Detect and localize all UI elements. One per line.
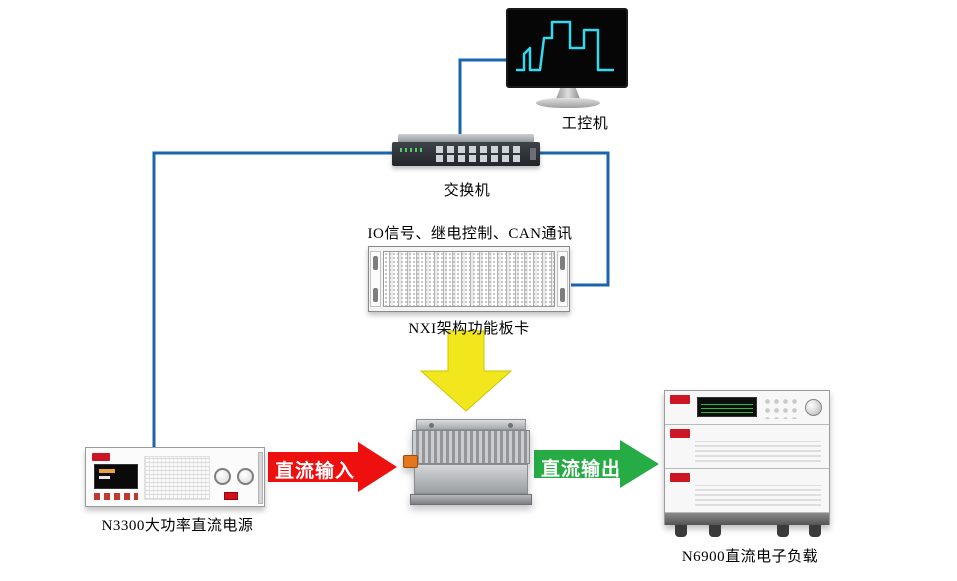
chassis-ear bbox=[370, 251, 381, 307]
caster-wheel bbox=[709, 525, 721, 537]
bolt-icon bbox=[429, 423, 434, 428]
caster-wheel bbox=[809, 525, 821, 537]
brand-logo bbox=[670, 473, 690, 482]
dc-input-label: 直流输入 bbox=[274, 461, 355, 482]
switch-led-indicators bbox=[400, 148, 424, 152]
switch-ports bbox=[436, 146, 524, 162]
load-vent-grille bbox=[695, 485, 821, 506]
chassis-ear bbox=[557, 251, 568, 307]
dut-base-flange bbox=[410, 494, 532, 505]
load-module bbox=[665, 469, 829, 513]
psu-display-readout bbox=[99, 469, 115, 473]
chassis-handle bbox=[560, 256, 565, 270]
psu-display-readout bbox=[99, 476, 110, 479]
control-down-arrow bbox=[419, 330, 513, 412]
dut-orange-connector bbox=[403, 455, 418, 468]
line-ipc-to-switch bbox=[458, 58, 506, 135]
dut-cooling-fins bbox=[412, 430, 530, 464]
waveform-icon bbox=[516, 20, 614, 72]
brand-logo bbox=[670, 429, 690, 438]
load-buttons bbox=[763, 397, 801, 419]
dut-body bbox=[414, 464, 528, 494]
load-knob bbox=[805, 399, 822, 416]
bolt-icon bbox=[508, 423, 513, 428]
caster-wheel bbox=[777, 525, 789, 537]
switch-brand-badge bbox=[530, 148, 536, 160]
chassis-handle bbox=[373, 288, 378, 302]
industrial-pc-monitor bbox=[506, 8, 628, 88]
dc-output-arrow bbox=[534, 440, 659, 488]
nxi-chassis bbox=[368, 246, 570, 312]
load-label: N6900直流电子负载 bbox=[681, 549, 819, 565]
load-module bbox=[665, 425, 829, 469]
chassis-handle bbox=[373, 256, 378, 270]
n3300-power-supply bbox=[85, 447, 265, 507]
psu-power-switch bbox=[224, 492, 238, 500]
load-vent-grille bbox=[695, 441, 821, 462]
nxi-label: NXI架构功能板卡 bbox=[408, 321, 530, 337]
ipc-label: 工控机 bbox=[561, 116, 609, 132]
psu-vent-grille bbox=[144, 456, 210, 500]
psu-display bbox=[94, 464, 138, 489]
dc-input-arrow bbox=[268, 442, 397, 492]
psu-buttons bbox=[94, 493, 138, 500]
caster-wheel bbox=[675, 525, 687, 537]
switch-label: 交换机 bbox=[443, 183, 491, 199]
line-switch-to-nxi bbox=[540, 151, 610, 287]
switch-top-face bbox=[398, 134, 534, 143]
psu-output-socket bbox=[214, 468, 231, 485]
psu-output-socket bbox=[237, 468, 254, 485]
load-display-readout bbox=[701, 401, 753, 413]
switch-port-row bbox=[436, 155, 524, 162]
line-switch-to-psu bbox=[152, 151, 392, 448]
dut-converter bbox=[403, 419, 532, 505]
load-base bbox=[665, 513, 829, 525]
brand-logo bbox=[92, 453, 110, 461]
load-control-unit bbox=[665, 391, 829, 425]
nxi-annotation: IO信号、继电控制、CAN通讯 bbox=[367, 226, 573, 242]
dut-mounting-plate bbox=[416, 419, 526, 430]
brand-logo bbox=[670, 395, 690, 404]
dc-output-label: 直流输出 bbox=[540, 459, 621, 480]
monitor-stand-base bbox=[536, 98, 600, 108]
n6900-electronic-load bbox=[664, 390, 830, 537]
monitor-stand-neck bbox=[556, 88, 580, 99]
chassis-handle bbox=[560, 288, 565, 302]
load-display bbox=[697, 397, 757, 417]
psu-rack-handle bbox=[258, 452, 263, 504]
ethernet-switch bbox=[392, 142, 540, 166]
switch-port-row bbox=[436, 146, 524, 153]
chassis-card-slots bbox=[383, 251, 555, 307]
psu-label: N3300大功率直流电源 bbox=[101, 518, 254, 534]
